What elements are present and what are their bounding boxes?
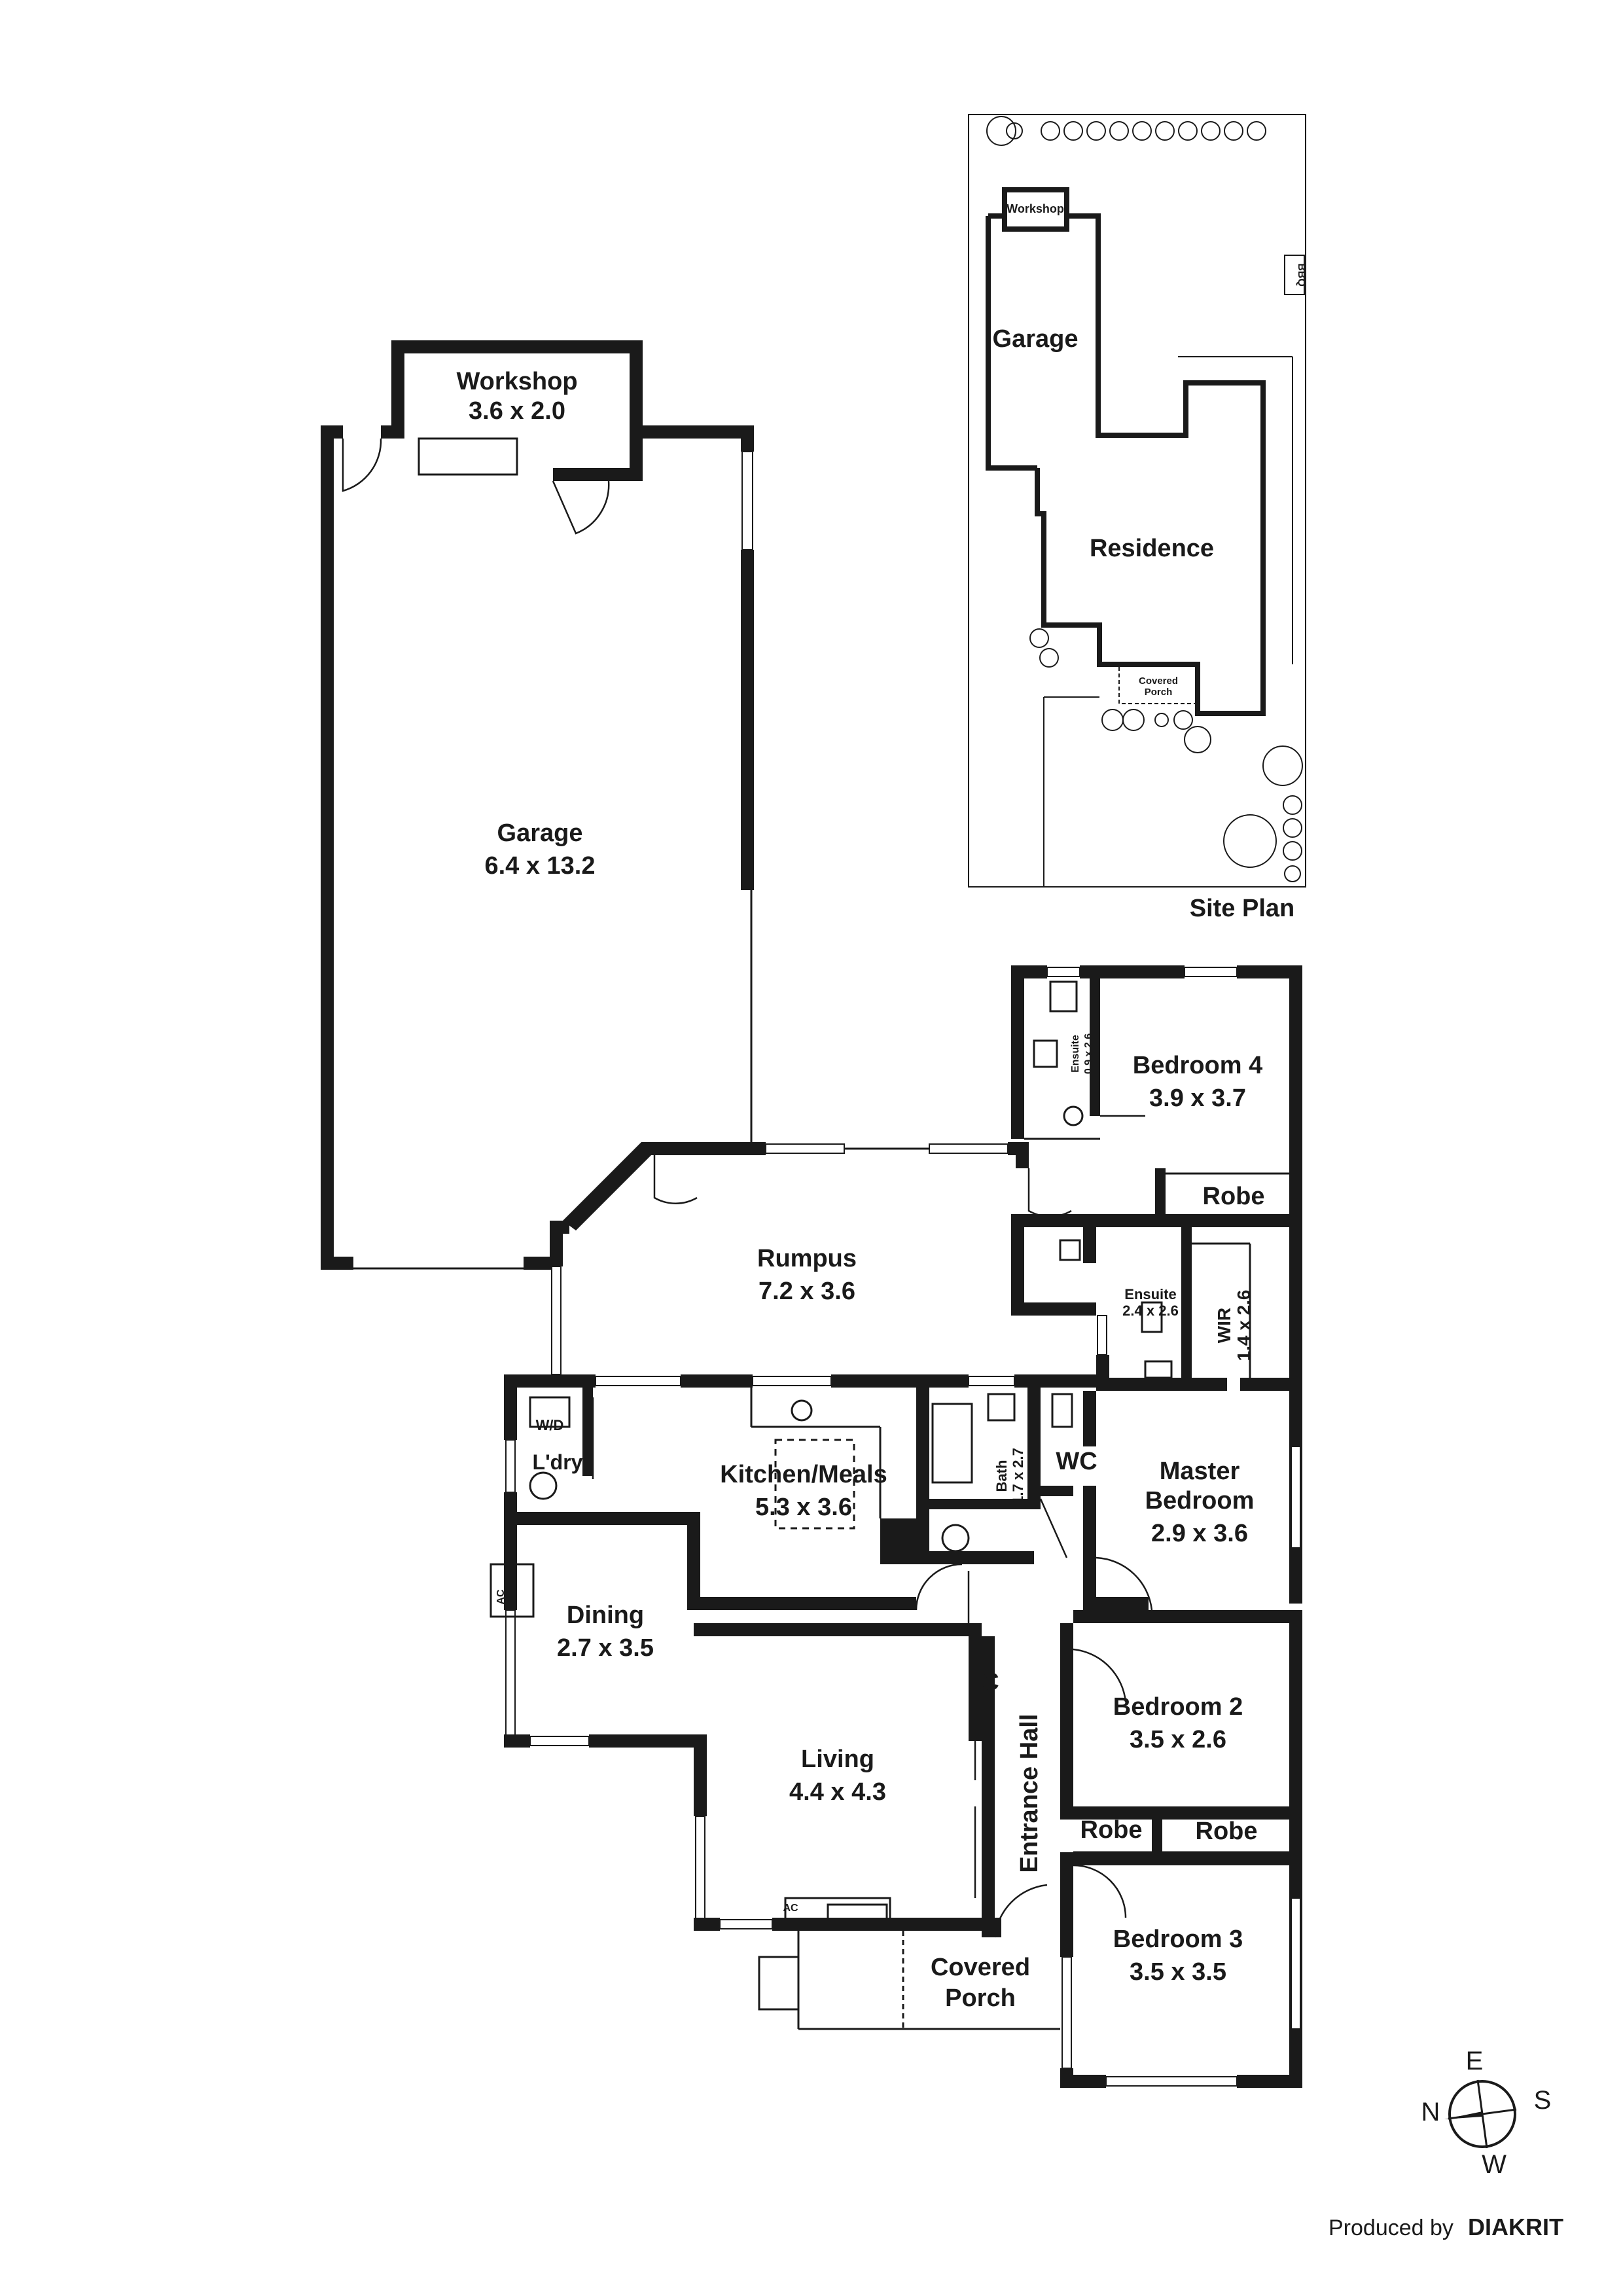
- master-dims: 2.9 x 3.6: [1151, 1520, 1248, 1547]
- compass-n: N: [1421, 2098, 1440, 2126]
- bath-dims: 1.7 x 2.7: [1010, 1448, 1026, 1504]
- kitchen-block: [504, 1374, 1096, 1611]
- bedroom4-name: Bedroom 4: [1133, 1052, 1262, 1079]
- site-garage: Garage: [993, 325, 1079, 353]
- porch-name-2: Porch: [945, 1984, 1016, 2012]
- bedroom3-dims: 3.5 x 3.5: [1130, 1958, 1226, 1986]
- bedroom4-block: [1011, 965, 1302, 1227]
- rumpus-dims: 7.2 x 3.6: [758, 1278, 855, 1305]
- compass-e: E: [1466, 2047, 1484, 2075]
- dining-name: Dining: [567, 1602, 644, 1629]
- bedroom2-dims: 3.5 x 2.6: [1130, 1726, 1226, 1753]
- compass: N E S W: [1421, 2047, 1552, 2179]
- garage-name: Garage: [497, 819, 583, 847]
- site-plan-title: Site Plan: [1190, 895, 1295, 922]
- garage-dims: 6.4 x 13.2: [484, 852, 595, 880]
- living-block: [490, 1525, 988, 1931]
- bedroom3-name: Bedroom 3: [1113, 1926, 1243, 1953]
- site-plan: Workshop Garage Residence Covered Porch …: [968, 114, 1307, 922]
- wir-dims: 1.4 x 2.6: [1234, 1290, 1254, 1361]
- wir-name: WIR: [1214, 1308, 1234, 1343]
- credit: Produced by DIAKRIT: [1329, 2214, 1563, 2240]
- site-residence: Residence: [1090, 535, 1214, 562]
- ensuite-small-dims: 0.9 x 2.6: [1083, 1033, 1094, 1074]
- kitchen-dims: 5.3 x 3.6: [755, 1494, 852, 1521]
- north-arrow-icon: [1444, 2111, 1482, 2119]
- ac-unit-2: AC: [783, 1903, 798, 1914]
- ensuite-small-name: Ensuite: [1070, 1035, 1081, 1073]
- rumpus-name: Rumpus: [757, 1245, 857, 1272]
- garage-block: [321, 340, 754, 1270]
- living-name: Living: [801, 1746, 874, 1773]
- workshop-dims: 3.6 x 2.0: [469, 397, 565, 425]
- site-porch-2: Porch: [1145, 687, 1173, 698]
- porch-name-1: Covered: [931, 1954, 1030, 1981]
- ensuite-master-name: Ensuite: [1124, 1286, 1176, 1302]
- dining-dims: 2.7 x 3.5: [557, 1634, 654, 1662]
- rumpus-block: [550, 1142, 1072, 1388]
- living-dims: 4.4 x 4.3: [789, 1778, 886, 1806]
- workshop-name: Workshop: [456, 368, 577, 395]
- compass-s: S: [1534, 2086, 1552, 2115]
- wd-label: W/D: [536, 1417, 564, 1433]
- ensuite-master-dims: 2.4 x 2.6: [1122, 1302, 1179, 1319]
- master-name-1: Master: [1160, 1458, 1240, 1485]
- ac-unit-1: AC: [495, 1589, 507, 1605]
- robe-b3: Robe: [1196, 1818, 1258, 1845]
- wc-name: WC: [1056, 1448, 1097, 1475]
- bedrooms-block: [982, 1623, 1302, 2088]
- robe-b2: Robe: [1080, 1816, 1143, 1844]
- bedroom2-name: Bedroom 2: [1113, 1693, 1243, 1721]
- robe-b4: Robe: [1203, 1183, 1265, 1210]
- bedroom4-dims: 3.9 x 3.7: [1149, 1085, 1246, 1112]
- closet-name: C: [981, 1668, 999, 1696]
- room-labels: Workshop 3.6 x 2.0 Garage 6.4 x 13.2 Bed…: [456, 368, 1264, 2012]
- credit-prefix: Produced by: [1329, 2215, 1454, 2240]
- entrance-hall-name: Entrance Hall: [1016, 1714, 1043, 1873]
- kitchen-name: Kitchen/Meals: [720, 1461, 887, 1488]
- laundry-name: L'dry: [533, 1450, 583, 1474]
- credit-brand: DIAKRIT: [1468, 2214, 1563, 2240]
- site-bbq: BBQ: [1296, 263, 1307, 287]
- porch-block: [758, 1931, 1060, 2030]
- master-name-2: Bedroom: [1145, 1487, 1255, 1515]
- site-workshop: Workshop: [1007, 202, 1064, 215]
- compass-w: W: [1482, 2150, 1507, 2179]
- master-bedroom-block: [1039, 1391, 1302, 1623]
- site-plan-trees: [986, 116, 1303, 882]
- bath-name: Bath: [993, 1460, 1010, 1492]
- site-porch-1: Covered: [1139, 675, 1178, 687]
